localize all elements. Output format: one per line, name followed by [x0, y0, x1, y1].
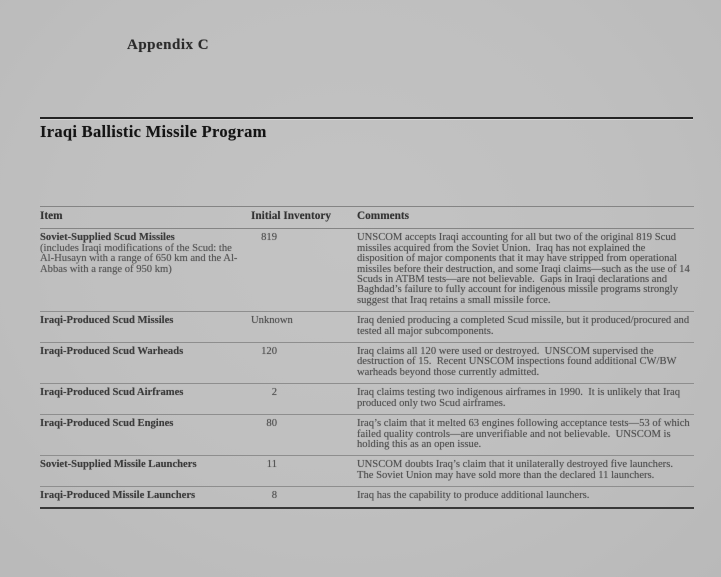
item-cell: Iraqi-Produced Scud Warheads [40, 346, 251, 378]
inventory-value: Unknown [251, 315, 293, 327]
item-name: Soviet-Supplied Scud Missiles [40, 232, 175, 244]
inventory-cell: Unknown [251, 315, 357, 337]
comments-cell: Iraq has the capability to produce addit… [357, 490, 590, 502]
inventory-value: 8 [271, 490, 277, 502]
inventory-value: 2 [271, 387, 277, 399]
comments-cell: UNSCOM accepts Iraqi accounting for all … [357, 232, 693, 306]
inventory-value: 80 [266, 418, 277, 430]
item-name: Iraqi-Produced Scud Missiles [40, 315, 174, 327]
item-name: Iraqi-Produced Missile Launchers [40, 490, 196, 502]
table-row: Iraqi-Produced Missile Launchers 8 Iraq … [40, 487, 694, 506]
comments-cell: Iraq’s claim that it melted 63 engines f… [357, 418, 693, 450]
table-row: Iraqi-Produced Scud Airframes 2 Iraq cla… [40, 384, 694, 416]
item-cell: Iraqi-Produced Scud Engines [40, 418, 251, 450]
table-row: Soviet-Supplied Scud Missiles (includes … [40, 229, 694, 313]
inventory-value: 11 [266, 459, 277, 471]
comments-cell: Iraq claims testing two indigenous airfr… [357, 387, 683, 409]
item-name: Iraqi-Produced Scud Warheads [40, 346, 184, 358]
item-name: Soviet-Supplied Missile Launchers [40, 459, 197, 471]
inventory-cell: 120 [251, 346, 357, 378]
item-name: Iraqi-Produced Scud Airframes [40, 387, 184, 399]
inventory-value: 819 [261, 232, 277, 244]
inventory-cell: 80 [251, 418, 357, 450]
title-divider-rule [40, 117, 693, 119]
table-row: Iraqi-Produced Scud Missiles Unknown Ira… [40, 312, 694, 344]
comments-cell: Iraq denied producing a completed Scud m… [357, 315, 692, 337]
table-row: Iraqi-Produced Scud Engines 80 Iraq’s cl… [40, 415, 694, 457]
inventory-value: 120 [261, 346, 277, 358]
table-row: Soviet-Supplied Missile Launchers 11 UNS… [40, 456, 694, 488]
table-row: Iraqi-Produced Scud Warheads 120 Iraq cl… [40, 343, 694, 385]
inventory-cell: 8 [251, 490, 357, 502]
column-header-comments: Comments [357, 210, 410, 222]
inventory-cell: 819 [251, 232, 357, 306]
comments-cell: UNSCOM doubts Iraq’s claim that it unila… [357, 459, 679, 481]
table-header-row: Item Initial Inventory Comments [40, 206, 694, 230]
column-header-initial-inventory: Initial Inventory [251, 210, 332, 222]
item-cell: Soviet-Supplied Scud Missiles (includes … [40, 232, 251, 306]
item-cell: Soviet-Supplied Missile Launchers [40, 459, 251, 481]
item-cell: Iraqi-Produced Missile Launchers [40, 490, 251, 502]
item-name: Iraqi-Produced Scud Engines [40, 418, 174, 430]
column-header-item: Item [40, 210, 63, 222]
missile-program-table: Item Initial Inventory Comments Soviet-S… [40, 206, 694, 509]
page-title: Iraqi Ballistic Missile Program [40, 122, 267, 141]
comments-cell: Iraq claims all 120 were used or destroy… [357, 346, 679, 378]
item-note: (includes Iraqi modifications of the Scu… [40, 242, 238, 275]
appendix-label: Appendix C [127, 37, 210, 53]
inventory-cell: 11 [251, 459, 357, 481]
item-cell: Iraqi-Produced Scud Airframes [40, 387, 251, 409]
item-cell: Iraqi-Produced Scud Missiles [40, 315, 251, 337]
inventory-cell: 2 [251, 387, 357, 409]
